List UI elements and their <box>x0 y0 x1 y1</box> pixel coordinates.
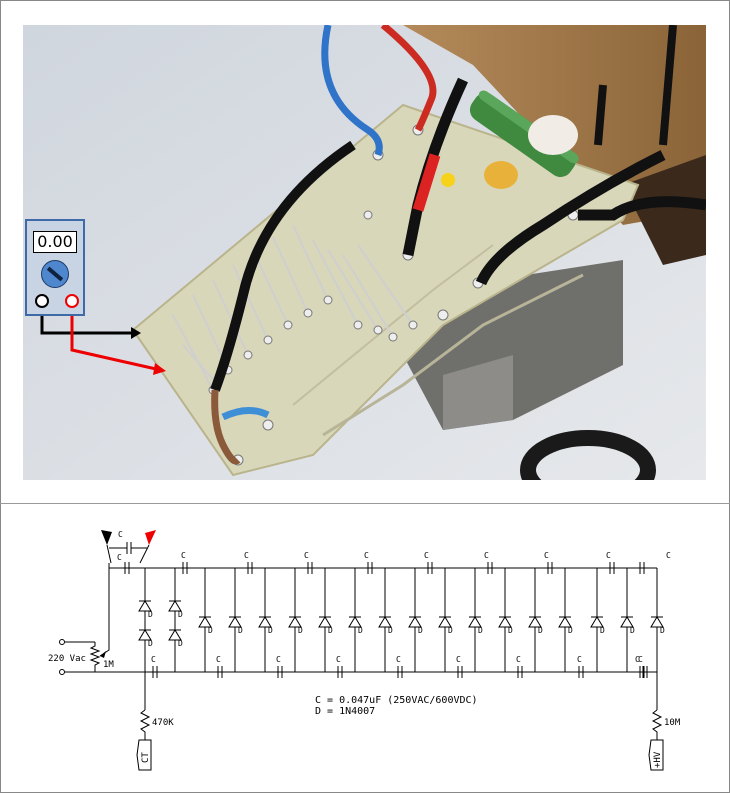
diode-label: D <box>538 626 543 635</box>
potentiometer-icon <box>89 642 101 672</box>
red-probe-marker <box>145 530 156 545</box>
multimeter: 0.00 <box>25 219 85 316</box>
diode-label: D <box>630 626 635 635</box>
cap-label: C <box>544 551 549 560</box>
hv-terminal <box>648 739 664 771</box>
multimeter-display: 0.00 <box>33 231 77 253</box>
cap-label: C <box>244 551 249 560</box>
diode-label: D <box>448 626 453 635</box>
diode-icon <box>438 616 452 628</box>
diode-label: D <box>238 626 243 635</box>
diode-icon <box>378 616 392 628</box>
ct-terminal <box>136 739 152 771</box>
red-wire <box>380 25 437 132</box>
diode-icon <box>528 616 542 628</box>
diode-label: D <box>568 626 573 635</box>
pot-label: 1M <box>103 660 114 670</box>
diode-label: D <box>208 626 213 635</box>
diode-icon <box>558 616 572 628</box>
cable-loop <box>520 430 656 480</box>
diode-label: D <box>328 626 333 635</box>
diode-icon <box>168 600 182 612</box>
cap-label: C <box>364 551 369 560</box>
cap-label: C <box>304 551 309 560</box>
diode-label: D <box>508 626 513 635</box>
diode-icon <box>288 616 302 628</box>
diode-icon <box>198 616 212 628</box>
diode-label: D <box>388 626 393 635</box>
selector-knob-icon <box>41 260 69 288</box>
diode-icon <box>138 629 152 641</box>
cap-label: C <box>424 551 429 560</box>
diode-icon <box>228 616 242 628</box>
glue-blob <box>484 161 518 189</box>
cap-label: C <box>635 655 640 664</box>
diode-label: D <box>178 639 183 648</box>
cap-label: C <box>577 655 582 664</box>
black-probe-marker <box>101 530 112 545</box>
cap-label-first: C <box>117 553 122 562</box>
cap-label: C <box>484 551 489 560</box>
photo-illustration <box>23 25 706 480</box>
blue-wire <box>321 25 383 157</box>
black-probe-arrow <box>40 315 131 335</box>
blue-wire-2 <box>221 407 270 421</box>
diode-label: D <box>660 626 665 635</box>
cap-label: C <box>456 655 461 664</box>
diode-icon <box>620 616 634 628</box>
diode-label: D <box>478 626 483 635</box>
diode-label: D <box>148 639 153 648</box>
circuit-board-photo <box>23 25 706 480</box>
hv-resistor-icon <box>651 709 663 740</box>
diode-label: D <box>178 610 183 619</box>
panel-divider <box>0 503 730 504</box>
diode-label: D <box>268 626 273 635</box>
diode-label: D <box>148 610 153 619</box>
red-probe-arrow <box>70 315 157 371</box>
ct-resistor-label: 470K <box>152 718 174 728</box>
diode-icon <box>498 616 512 628</box>
diode-icon <box>138 600 152 612</box>
diode-icon <box>590 616 604 628</box>
ct-resistor-icon <box>139 709 151 740</box>
cap-label: C <box>666 551 671 560</box>
white-blob <box>528 115 578 155</box>
hv-resistor-label: 10M <box>664 718 681 728</box>
black-jack-icon <box>35 294 49 308</box>
black-cable-3 <box>210 140 356 392</box>
cap-label-probe: C <box>118 530 123 539</box>
diode-icon <box>258 616 272 628</box>
red-jack-icon <box>65 294 79 308</box>
diode-icon <box>318 616 332 628</box>
diode-icon <box>168 629 182 641</box>
cap-label: C <box>638 655 643 664</box>
cap-label: C <box>516 655 521 664</box>
diode-label: D <box>298 626 303 635</box>
diode-label: D <box>358 626 363 635</box>
input-label: 220 Vac <box>48 654 86 664</box>
ct-terminal-label: CT <box>141 752 151 763</box>
cap-label: C <box>181 551 186 560</box>
diode-icon <box>468 616 482 628</box>
diode-label: D <box>418 626 423 635</box>
cap-label: C <box>151 655 156 664</box>
hv-terminal-label: +HV <box>653 751 663 768</box>
diode-label: D <box>600 626 605 635</box>
black-cable-2 <box>475 150 666 286</box>
cap-label: C <box>216 655 221 664</box>
cap-label: C <box>396 655 401 664</box>
legend-capacitor: C = 0.047uF (250VAC/600VDC) <box>315 695 478 706</box>
legend-diode: D = 1N4007 <box>315 706 375 717</box>
diode-icon <box>348 616 362 628</box>
cap-label: C <box>336 655 341 664</box>
diode-icon <box>408 616 422 628</box>
input-terminal-1 <box>59 639 65 645</box>
cap-label: C <box>276 655 281 664</box>
input-terminal-2 <box>59 669 65 675</box>
cap-label: C <box>606 551 611 560</box>
diode-icon <box>650 616 664 628</box>
brown-wire <box>211 389 241 465</box>
